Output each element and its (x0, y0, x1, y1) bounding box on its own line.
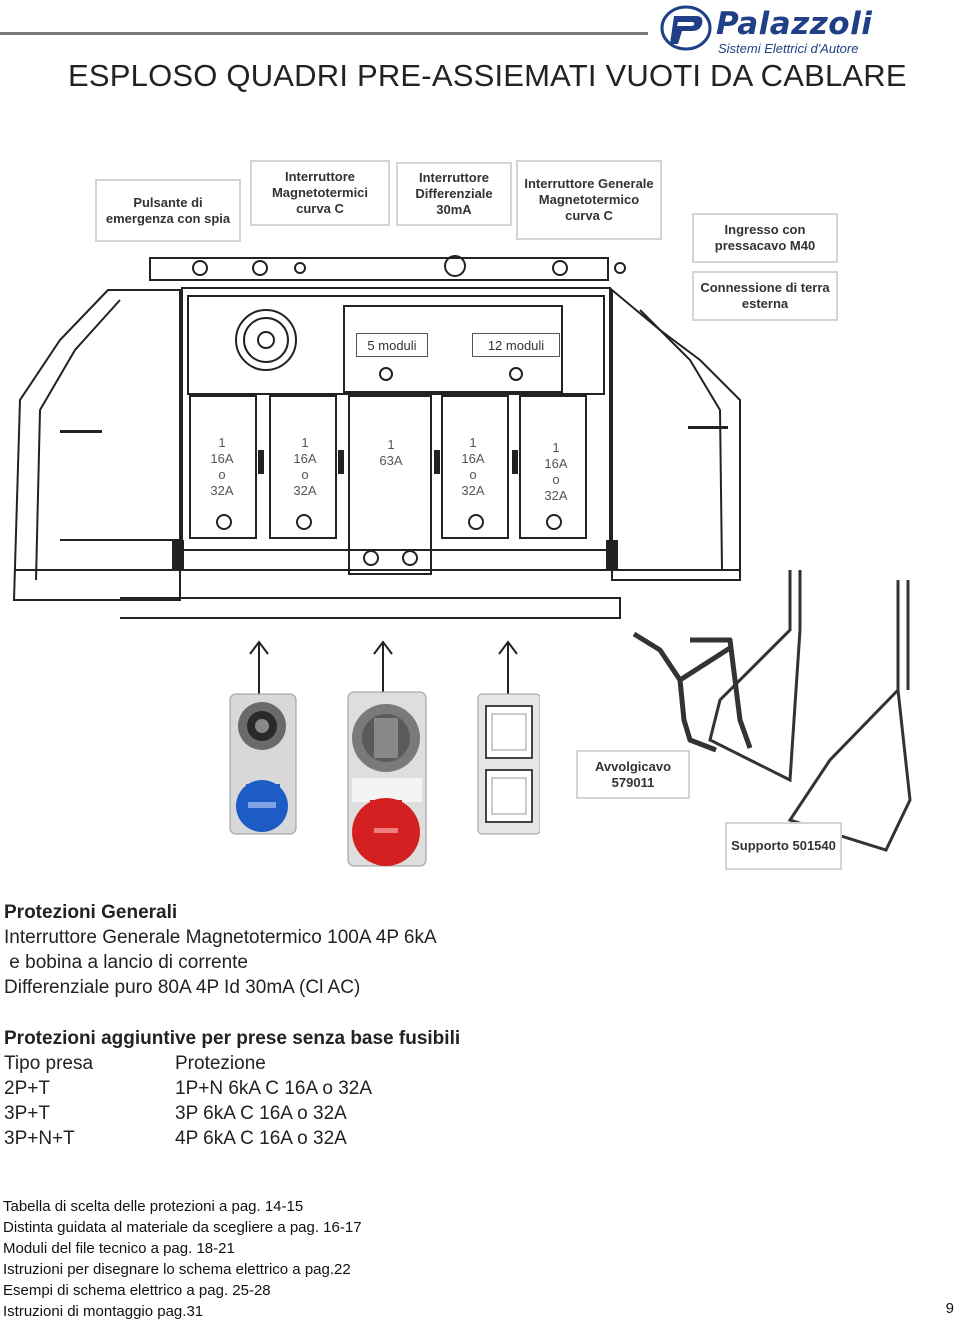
table-row: 3P+T 3P 6kA C 16A o 32A (4, 1101, 604, 1126)
arrows (249, 640, 518, 694)
label-5-moduli: 5 moduli (356, 333, 428, 357)
header-rule (0, 32, 648, 35)
callout-supporto: Supporto 501540 (725, 822, 842, 870)
socket-modules (229, 691, 540, 867)
protezioni-generali-line3: Differenziale puro 80A 4P Id 30mA (Cl AC… (4, 977, 361, 998)
page-title: ESPLOSO QUADRI PRE-ASSIEMATI VUOTI DA CA… (68, 58, 907, 93)
reference-item: Moduli del file tecnico a pag. 18-21 (3, 1240, 235, 1257)
table-row: 2P+T 1P+N 6kA C 16A o 32A (4, 1076, 604, 1101)
reference-item: Tabella di scelta delle protezioni a pag… (3, 1198, 304, 1215)
protezioni-generali-line1: Interruttore Generale Magnetotermico 100… (4, 927, 437, 948)
label-12-moduli: 12 moduli (472, 333, 560, 357)
protezioni-generali-line2: e bobina a lancio di corrente (4, 952, 248, 973)
avvolgicavo-support-drawing (632, 570, 912, 852)
arrow-up-icon (249, 640, 269, 694)
callout-differenziale: Interruttore Differenziale 30mA (396, 162, 512, 226)
cell-tipo: 3P+T (4, 1103, 50, 1124)
callout-avvolgicavo: Avvolgicavo 579011 (576, 750, 690, 799)
cell-protezione: 3P 6kA C 16A o 32A (175, 1103, 347, 1124)
logo-tagline: Sistemi Elettrici d'Autore (718, 41, 859, 56)
protezioni-table-header: Tipo presa Protezione (4, 1051, 604, 1076)
logo-mark-icon (660, 5, 712, 51)
logo-name: Palazzoli (716, 6, 873, 42)
cell-tipo: 2P+T (4, 1078, 50, 1099)
protezioni-generali-heading: Protezioni Generali (4, 902, 178, 923)
references-list: Tabella di scelta delle protezioni a pag… (3, 1196, 362, 1322)
palazzoli-logo: Palazzoli Sistemi Elettrici d'Autore (660, 4, 960, 56)
callout-magnetotermici: Interruttore Magnetotermici curva C (250, 160, 390, 226)
arrow-up-icon (498, 640, 518, 694)
reference-item: Istruzioni per disegnare lo schema elett… (3, 1261, 351, 1278)
table-row: 3P+N+T 4P 6kA C 16A o 32A (4, 1126, 604, 1151)
cell-tipo: 3P+N+T (4, 1128, 75, 1149)
panel-drawing (12, 255, 741, 619)
reference-item: Distinta guidata al materiale da sceglie… (3, 1219, 362, 1236)
protezioni-aggiuntive-heading: Protezioni aggiuntive per prese senza ba… (4, 1028, 461, 1049)
col-protezione: Protezione (175, 1053, 266, 1074)
callout-connessione: Connessione di terra esterna (692, 271, 838, 321)
cell-protezione: 1P+N 6kA C 16A o 32A (175, 1078, 372, 1099)
page-number: 9 (945, 1300, 954, 1317)
blue-socket-icon (229, 693, 297, 835)
cell-protezione: 4P 6kA C 16A o 32A (175, 1128, 347, 1149)
arrow-up-icon (373, 640, 393, 694)
red-socket-icon (347, 691, 427, 867)
reference-item: Istruzioni di montaggio pag.31 (3, 1303, 204, 1320)
blank-plate-icon (477, 693, 540, 835)
protezioni-generali-section: Protezioni Generali Interruttore General… (4, 900, 437, 1000)
callout-ingresso: Ingresso con pressacavo M40 (692, 213, 838, 263)
protezioni-aggiuntive-section: Protezioni aggiuntive per prese senza ba… (4, 1026, 604, 1151)
callout-generale: Interruttore Generale Magnetotermico cur… (516, 160, 662, 240)
reference-item: Esempi di schema elettrico a pag. 25-28 (3, 1282, 271, 1299)
callout-pulsante: Pulsante di emergenza con spia (95, 179, 241, 242)
col-tipo-presa: Tipo presa (4, 1053, 94, 1074)
